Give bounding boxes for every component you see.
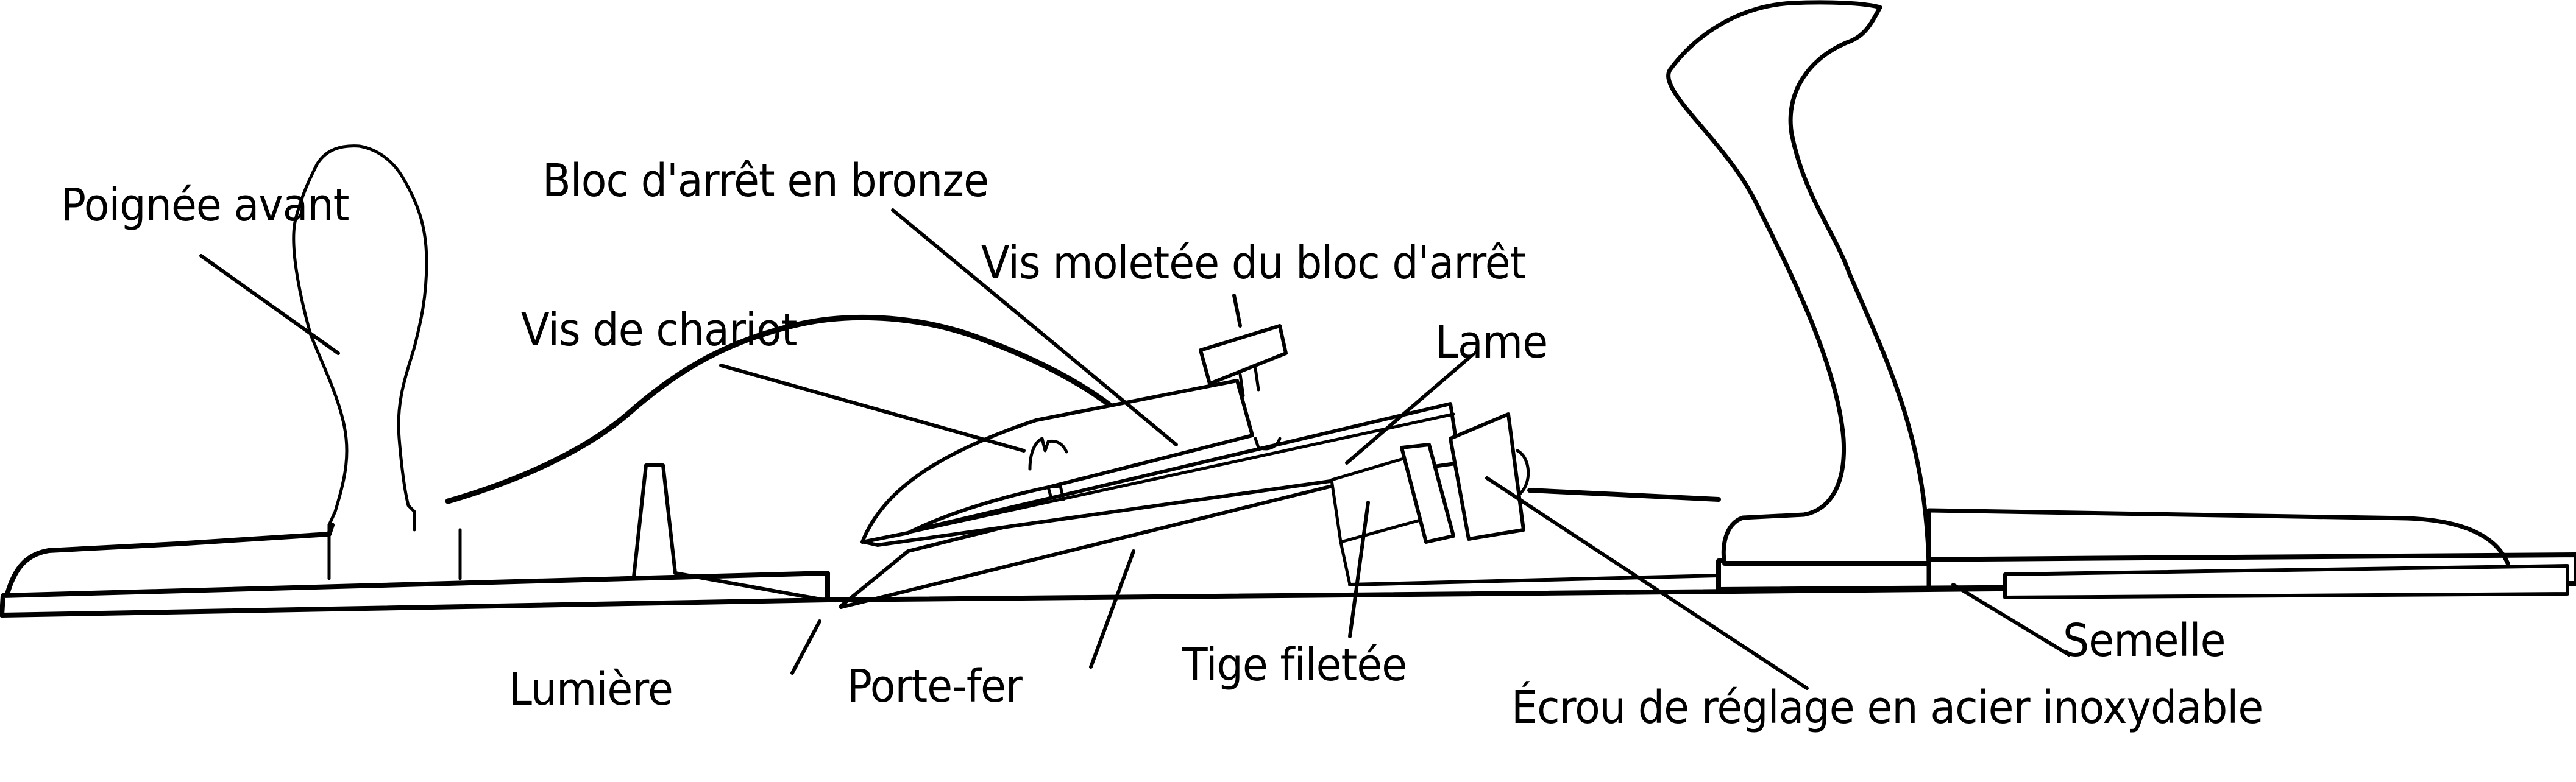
label-vis-chariot: Vis de chariot xyxy=(521,304,797,356)
rear-tote xyxy=(1666,0,2510,592)
body-top-curve xyxy=(445,314,1124,504)
label-lame: Lame xyxy=(1435,316,1548,368)
leader-lumiere xyxy=(790,619,821,675)
label-tige-filetee: Tige filetée xyxy=(1182,639,1407,691)
leader-ecrou xyxy=(1485,476,1809,690)
label-ecrou-reglage: Écrou de réglage en acier inoxydable xyxy=(1511,682,2263,734)
leader-vis-moletee xyxy=(1232,294,1242,328)
label-semelle: Semelle xyxy=(2063,615,2226,667)
leader-porte-fer xyxy=(1089,549,1135,669)
sole-rear xyxy=(826,552,2576,602)
front-knob xyxy=(292,144,462,580)
label-poignee-avant: Poignée avant xyxy=(61,179,349,231)
sole-front xyxy=(0,463,830,618)
leader-poignee xyxy=(199,254,340,355)
lever-cap xyxy=(860,324,1288,544)
leader-semelle xyxy=(1951,583,2071,657)
label-vis-moletee: Vis moletée du bloc d'arrêt xyxy=(981,237,1526,289)
leader-lines xyxy=(199,208,2071,690)
carriage-screw xyxy=(1028,437,1068,471)
leader-lame xyxy=(1345,356,1471,465)
leader-vis-chariot xyxy=(719,364,1026,453)
leader-bloc-arret xyxy=(891,208,1178,446)
leader-tige xyxy=(1348,501,1370,638)
label-bloc-arret: Bloc d'arrêt en bronze xyxy=(542,155,989,207)
label-porte-fer: Porte-fer xyxy=(847,660,1023,713)
label-lumiere: Lumière xyxy=(509,663,673,716)
